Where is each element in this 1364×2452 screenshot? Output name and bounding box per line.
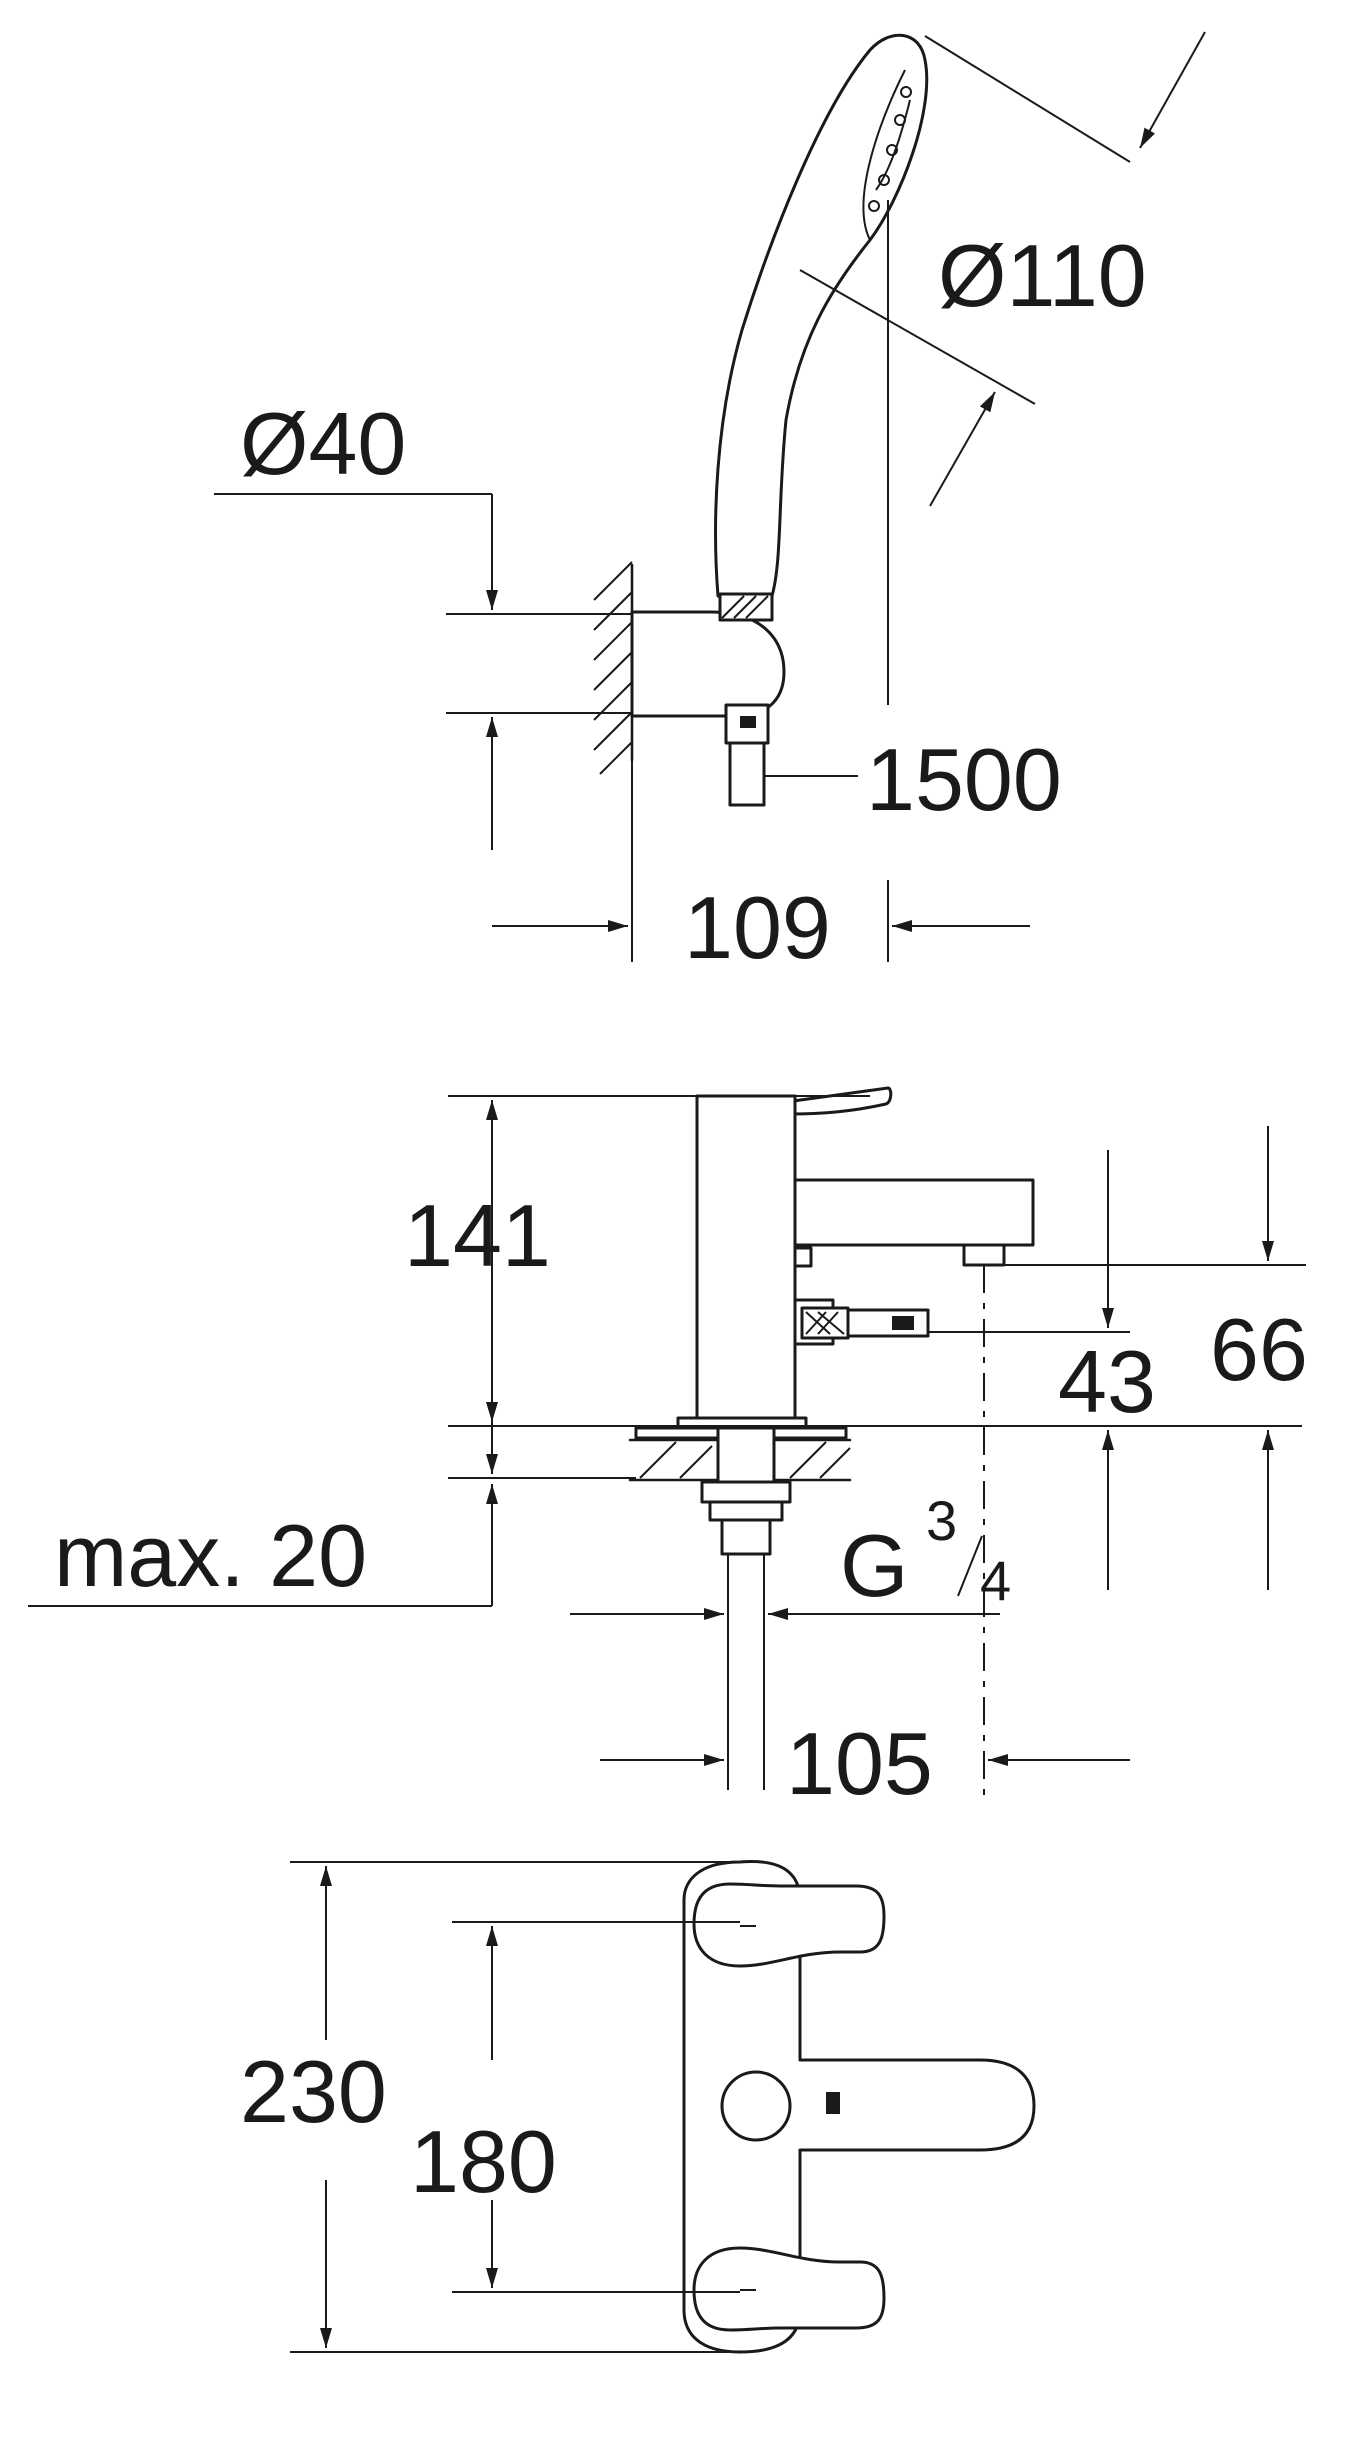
dim-label-max-deck: max. 20 <box>54 1506 367 1605</box>
top-diverter-knob <box>720 2070 792 2142</box>
dim-spout-heights: 43 66 <box>1004 1126 1308 1590</box>
mixer-spout <box>793 1178 1035 1247</box>
dim-overall-length: 230 <box>240 1861 740 2353</box>
dim-label-overall-length: 230 <box>240 2042 387 2141</box>
dim-holder-projection: 109 <box>492 760 1030 977</box>
mixer-top-view: 230 180 <box>240 1860 1036 2354</box>
wall-holder <box>630 610 786 718</box>
dim-label-spout-projection: 105 <box>786 1714 933 1813</box>
dim-label-thread-denominator: 4 <box>980 1549 1011 1612</box>
top-handle-lower <box>692 2246 886 2332</box>
dim-label-mixer-height: 141 <box>404 1186 551 1285</box>
mixer-body <box>695 1094 797 1428</box>
dim-handle-spacing: 180 <box>410 1921 740 2293</box>
dim-label-handshower-diameter: Ø110 <box>938 226 1147 325</box>
dim-handshower-diameter: Ø110 <box>799 31 1206 507</box>
dim-label-holder-projection: 109 <box>684 878 831 977</box>
dim-label-spout-height-b: 66 <box>1210 1300 1308 1399</box>
wall-hatch <box>593 561 634 775</box>
hand-shower <box>714 33 929 598</box>
dim-label-spout-height-a: 43 <box>1058 1332 1156 1431</box>
dim-label-holder-diameter: Ø40 <box>240 394 406 493</box>
dim-max-deck: max. 20 <box>28 1350 636 1607</box>
dim-mixer-height: 141 <box>404 1095 1302 1427</box>
handshower-view: Ø110 Ø40 1500 109 <box>214 31 1206 977</box>
top-handle-upper <box>692 1882 886 1968</box>
dim-hose-length: 1500 <box>764 730 1062 829</box>
shower-head-face <box>862 69 906 241</box>
spout-aerator <box>962 1243 1006 1267</box>
mixer-lever <box>784 1086 893 1116</box>
dim-label-handle-spacing: 180 <box>410 2112 557 2211</box>
dim-label-thread-numerator: 3 <box>926 1489 957 1552</box>
mixer-side-view: 141 43 66 max. 20 G 3 4 <box>28 1086 1308 1813</box>
dim-spout-projection: 105 <box>600 1714 1130 1813</box>
dim-holder-diameter: Ø40 <box>214 394 632 850</box>
spray-nozzles <box>868 86 912 212</box>
dim-label-hose-length: 1500 <box>866 730 1062 829</box>
hose <box>728 741 766 807</box>
top-body-outline <box>682 1860 1036 2354</box>
dim-label-thread-letter: G <box>840 1516 908 1615</box>
dim-thread: G 3 4 <box>570 1489 1011 1620</box>
